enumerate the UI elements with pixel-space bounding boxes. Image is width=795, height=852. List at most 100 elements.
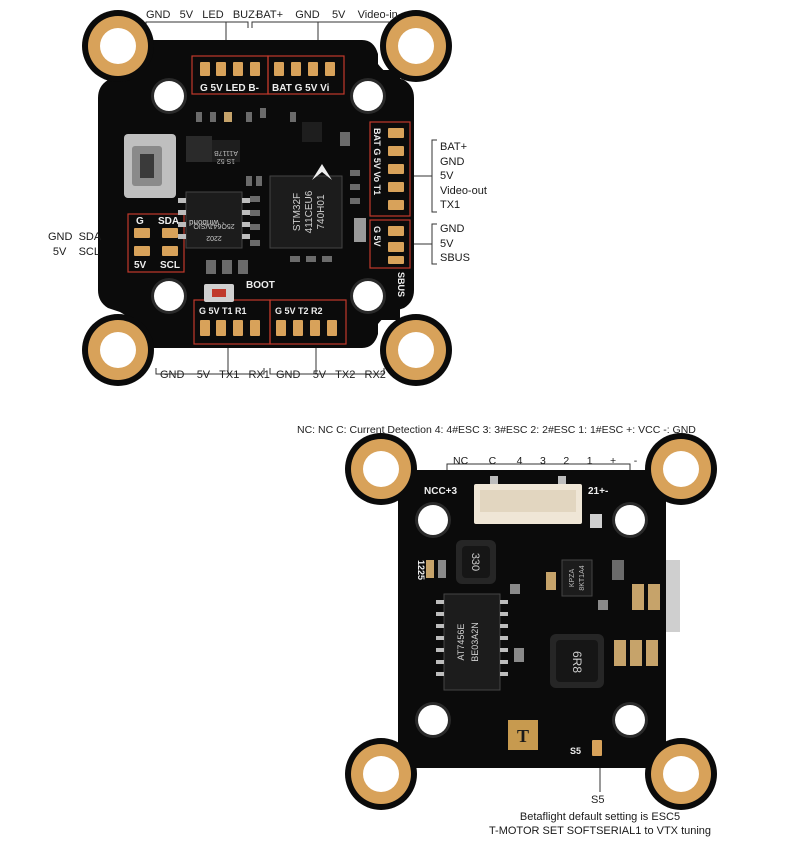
label-gnd: GND (160, 369, 185, 381)
silk-boot: BOOT (246, 280, 275, 291)
svg-text:T: T (517, 726, 529, 746)
silk-side: 1225 (416, 560, 426, 580)
top-callout-lines (106, 21, 437, 375)
esc-connector (474, 476, 582, 524)
label-5v: 5V (52, 246, 67, 258)
silk-left-5v: 5V (134, 260, 147, 271)
small-ic: KPZA 8KT1A4 (561, 559, 593, 597)
label-buz: BUZ- (232, 9, 259, 21)
label-rx2: RX2 (364, 369, 386, 381)
label-pin-3: 3 (539, 455, 546, 467)
flash-line2: 25Q64JVSIQ (193, 222, 235, 229)
callout-box-right-upper (369, 121, 411, 217)
callout-box-top-right (267, 55, 345, 95)
silk-right-upper-pads: BAT G 5V Vo T1 (372, 128, 382, 195)
label-pin-minus: - (633, 455, 638, 467)
inductor-label: 330 (469, 553, 481, 571)
silk-s5: S5 (570, 746, 581, 756)
label-sbus: SBUS (440, 252, 470, 265)
bottom-right-pads (276, 320, 337, 336)
label-5v: 5V (331, 9, 346, 21)
silk-left-sda: SDA (158, 216, 179, 227)
bottom-passives: T (426, 514, 680, 750)
label-left-group: GND SDA 5V SCL (48, 230, 102, 260)
silk-top-left-pads: G 5V LED B- (200, 83, 259, 94)
label-gnd: GND (276, 369, 301, 381)
label-video-out: Video-out (440, 184, 487, 197)
flash-chip: winbond 25Q64JVSIQ 2202 (178, 191, 250, 249)
label-5v: 5V (312, 369, 327, 381)
note-line1: Betaflight default setting is ESC5 (519, 811, 681, 823)
s5-pad (592, 740, 602, 756)
flash-line3: 2202 (206, 234, 222, 241)
label-tx2: TX2 (335, 369, 356, 381)
flash-line1: winbond (189, 218, 220, 227)
top-pcb: G 5V LED B- BAT G 5V Vi BAT G 5V Vo T1 G… (82, 10, 452, 386)
usb-connector (124, 134, 176, 198)
label-gnd: GND (440, 155, 465, 168)
silk-right-lower-pads: G 5V (372, 226, 382, 247)
reg-line1: A1117B (214, 149, 238, 156)
silk-bottom-left-pads: G 5V T1 R1 (199, 306, 247, 316)
callout-box-bottom-right (269, 299, 347, 345)
ic-line1: KPZA (569, 569, 576, 588)
inductor-330: 330 (456, 540, 496, 584)
label-bottom-left-group: GND 5V TX1 RX1 (160, 369, 270, 382)
label-gnd: GND (48, 231, 73, 243)
label-5v: 5V (196, 369, 211, 381)
label-video-in: Video-in (357, 9, 398, 21)
label-connector-pins: NC C 4 3 2 1 + - (453, 455, 637, 467)
label-led: LED (202, 9, 224, 21)
orientation-arrow-icon (312, 164, 332, 180)
top-right-pads (274, 62, 335, 76)
label-top-left-group: GND 5V LED BUZ- (146, 9, 259, 22)
regulator-chip: A1117B 1S 52 (186, 136, 240, 164)
callout-box-left (127, 213, 185, 273)
top-left-pads (200, 62, 260, 76)
label-sda: SDA (78, 231, 102, 243)
label-gnd: GND (146, 9, 171, 21)
reg-line2: 1S 52 (217, 157, 235, 164)
bottom-pcb: NCC+3 2 1 + - 1225 330 AT7456E BE03A2N 6R8 (345, 433, 717, 810)
right-lower-pads (388, 226, 404, 264)
label-5v: 5V (440, 170, 454, 183)
label-pin-2: 2 (563, 455, 570, 467)
label-tx1: TX1 (219, 369, 240, 381)
note-block: Betaflight default setting is ESC5 T-MOT… (480, 810, 720, 838)
label-pin-1: 1 (586, 455, 593, 467)
inductor-6r8: 6R8 (550, 634, 604, 688)
mcu-line2: 411CEU6 (304, 190, 315, 233)
label-pin-nc: NC (453, 455, 469, 467)
label-rx1: RX1 (248, 369, 270, 381)
label-right-lower-group: GND 5V SBUS (440, 222, 470, 266)
label-5v: 5V (179, 9, 194, 21)
label-pin-c: C (488, 455, 497, 467)
label-esc-legend: NC: NC C: Current Detection 4: 4#ESC 3: … (297, 424, 696, 436)
silk-left-scl: SCL (160, 260, 180, 271)
callout-box-right-lower (369, 219, 411, 269)
ic-line2: 8KT1A4 (579, 565, 586, 590)
label-5v: 5V (440, 237, 454, 250)
silk-top-right-pads: BAT G 5V Vi (272, 83, 330, 94)
silk-sbus: SBUS (396, 272, 406, 297)
osd-chip: AT7456E BE03A2N (436, 593, 508, 691)
label-bat: BAT+ (440, 141, 468, 153)
silk-connector-left: NCC+3 (424, 486, 458, 497)
osd-line2: BE03A2N (470, 622, 480, 662)
top-passives (196, 108, 366, 274)
label-s5: S5 (591, 794, 605, 806)
label-bat: BAT+ (256, 9, 284, 21)
silk-left-g: G (136, 216, 144, 227)
label-scl: SCL (78, 246, 100, 258)
mcu-chip: STM32F 411CEU6 740H01 (269, 175, 343, 249)
label-pin-plus: + (610, 455, 617, 467)
label-pin-4: 4 (516, 455, 523, 467)
label-right-upper-group: BAT+ GND 5V Video-out TX1 (440, 140, 487, 213)
silk-bottom-right-pads: G 5V T2 R2 (275, 306, 323, 316)
mcu-line1: STM32F (292, 193, 303, 231)
inductor2-label: 6R8 (570, 651, 584, 673)
label-gnd: GND (295, 9, 320, 21)
note-line2: T-MOTOR SET SOFTSERIAL1 to VTX tuning (488, 825, 712, 837)
